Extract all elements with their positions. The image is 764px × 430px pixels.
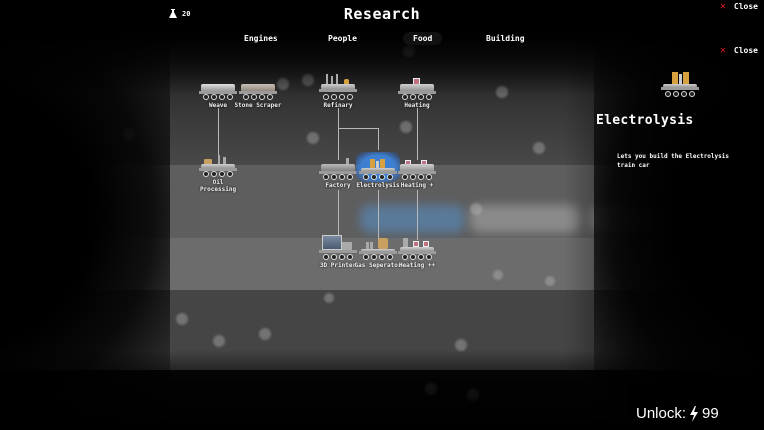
tech-node-heating[interactable]: Heating — [392, 78, 442, 109]
bokeh-particle — [470, 203, 482, 215]
tech-node-label: 3D Printer — [319, 262, 357, 269]
tech-node-oil-processing[interactable]: Oil Processing — [193, 155, 243, 193]
electrolysis-car-icon — [356, 152, 400, 182]
bokeh-particle — [213, 335, 225, 347]
weave-car-icon — [198, 78, 238, 100]
tech-node-label: Heating — [404, 102, 430, 109]
bokeh-particle — [493, 270, 503, 280]
lightning-bolt-icon — [690, 405, 699, 422]
tech-node-refinary[interactable]: Refinary — [313, 74, 363, 109]
tech-node-heating-plus[interactable]: Heating + — [392, 158, 442, 189]
unlock-button[interactable]: Unlock: 99 — [636, 405, 719, 422]
tech-node-label: Weave — [208, 102, 228, 109]
blurred-train-car-grey — [470, 205, 580, 233]
connector-factory-3dprinter — [338, 190, 339, 240]
connector-heatingplus-heatingplusplus — [417, 190, 418, 240]
bokeh-particle — [259, 328, 271, 340]
bokeh-particle — [176, 313, 188, 325]
heating-car-icon — [397, 78, 437, 100]
bokeh-particle — [533, 142, 545, 154]
tech-node-label: Oil Processing — [199, 179, 237, 193]
bokeh-particle — [455, 339, 467, 351]
tech-node-weave[interactable]: Weave — [193, 78, 243, 109]
page-title: Research — [343, 5, 421, 23]
refinary-car-icon — [318, 74, 358, 100]
stone-scraper-car-icon — [238, 78, 278, 100]
tab-people[interactable]: People — [328, 34, 357, 43]
tech-node-heating-plus-plus[interactable]: Heating ++ — [392, 238, 442, 269]
tab-food[interactable]: Food — [403, 32, 443, 45]
bokeh-particle — [307, 132, 319, 144]
tech-node-label: Stone Scraper — [234, 102, 282, 109]
factory-car-icon — [318, 158, 358, 180]
flask-icon — [169, 9, 177, 18]
connector-refinary-electrolysis-h — [338, 128, 378, 129]
x-icon: ✕ — [719, 45, 726, 56]
tech-node-stone-scraper[interactable]: Stone Scraper — [233, 78, 283, 109]
connector-heating-heatingplus — [417, 108, 418, 160]
oil-processing-car-icon — [198, 155, 238, 177]
gas-seperator-car-icon — [358, 238, 398, 260]
connector-weave-oil — [218, 108, 219, 160]
category-tabs: Engines People Food Building — [0, 32, 764, 46]
unlock-label: Unlock: — [636, 405, 687, 422]
connector-refinary-factory — [338, 108, 339, 160]
close-button-detail[interactable]: ✕ Close — [720, 45, 758, 56]
research-points-count: 20 — [182, 9, 191, 18]
bokeh-particle — [400, 121, 412, 133]
research-points: 20 — [169, 9, 190, 18]
tab-engines[interactable]: Engines — [244, 34, 278, 43]
close-label: Close — [733, 2, 758, 11]
close-button-top[interactable]: ✕ Close — [720, 1, 758, 12]
detail-panel-shade — [564, 0, 764, 430]
heating-plus-plus-car-icon — [397, 238, 437, 260]
connector-refinary-electrolysis-v — [378, 128, 379, 150]
close-label: Close — [733, 46, 758, 55]
blurred-train-car-blue — [360, 205, 465, 233]
tab-building[interactable]: Building — [486, 34, 525, 43]
heating-plus-car-icon — [397, 158, 437, 180]
tech-node-label: Factory — [325, 182, 351, 189]
tech-node-factory[interactable]: Factory — [313, 158, 363, 189]
tech-node-label: Refinary — [323, 102, 353, 109]
bokeh-particle — [324, 293, 334, 303]
tech-node-electrolysis[interactable]: Electrolysis — [353, 152, 403, 189]
tech-node-label: Heating ++ — [398, 262, 436, 269]
tech-node-label: Electrolysis — [356, 182, 400, 189]
3d-printer-car-icon — [318, 235, 358, 260]
unlock-cost: 99 — [702, 405, 719, 422]
detail-description: Lets you build the Electrolysis train ca… — [617, 153, 729, 169]
tech-node-3d-printer[interactable]: 3D Printer — [313, 235, 363, 269]
tech-node-label: Gas Seperator — [354, 262, 402, 269]
tech-node-label: Heating + — [400, 182, 434, 189]
tech-node-gas-seperator[interactable]: Gas Seperator — [353, 238, 403, 269]
bokeh-particle — [545, 276, 555, 286]
electrolysis-car-icon — [660, 72, 700, 97]
detail-title: Electrolysis — [596, 113, 694, 128]
x-icon: ✕ — [719, 1, 726, 12]
connector-electrolysis-gas — [378, 190, 379, 240]
